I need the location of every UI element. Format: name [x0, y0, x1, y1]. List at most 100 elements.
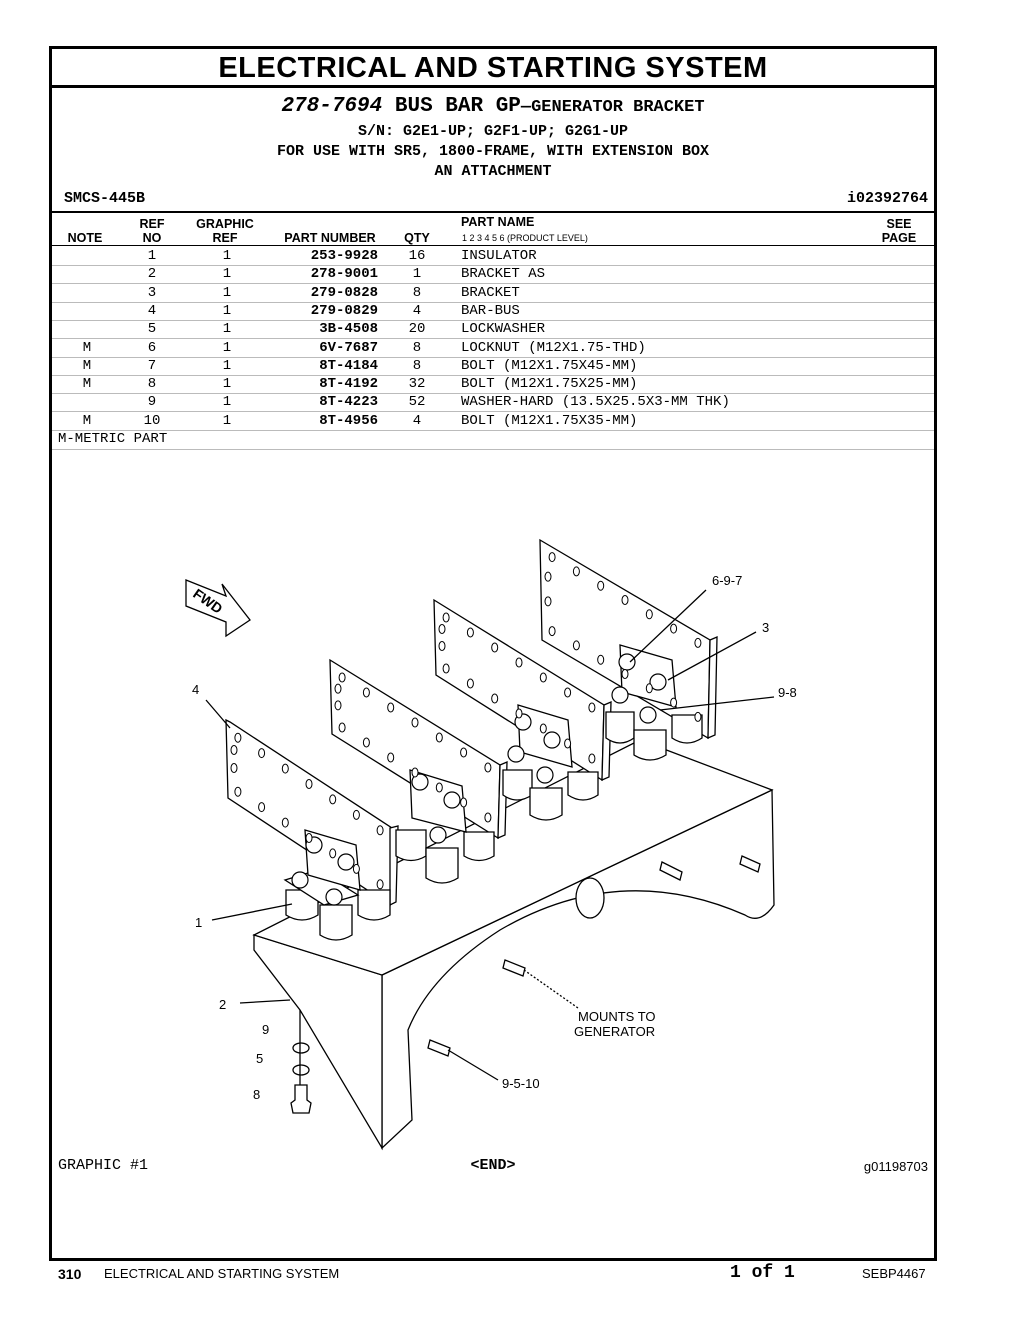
table-row: M 7 1 8T-4184 8 BOLT (M12X1.75X45-MM) — [52, 357, 934, 376]
callout-5: 5 — [256, 1051, 263, 1066]
row-qty: 52 — [408, 394, 426, 411]
footnote-rule — [52, 449, 934, 450]
row-part-number: 279-0829 — [310, 302, 378, 319]
row-note: M — [82, 376, 92, 393]
callout-9-5-10: 9-5-10 — [502, 1076, 540, 1091]
row-note: M — [82, 412, 92, 429]
callout-2: 2 — [219, 997, 226, 1012]
row-graphic-ref: 1 — [222, 321, 232, 338]
callout-3: 3 — [762, 620, 769, 635]
row-part-name: INSULATOR — [461, 248, 537, 264]
illustration-id: i02392764 — [846, 190, 928, 207]
bolt-8 — [290, 1084, 312, 1114]
row-ref-no: 9 — [147, 394, 157, 411]
col-ref-top: REF — [139, 217, 165, 231]
graphic-label: GRAPHIC #1 — [58, 1157, 149, 1174]
insulators — [285, 711, 703, 941]
row-ref-no: 4 — [147, 302, 157, 319]
stud-2 — [739, 855, 761, 873]
row-qty: 8 — [412, 357, 422, 374]
col-qty: QTY — [404, 231, 430, 245]
col-ref: REF NO — [132, 217, 172, 245]
row-ref-no: 6 — [147, 339, 157, 356]
page-number: 310 — [58, 1266, 82, 1282]
group-part-number: 278-7694 — [281, 95, 383, 118]
row-note: M — [82, 357, 92, 374]
row-part-number: 278-9001 — [310, 266, 378, 283]
metric-footnote: M-METRIC PART — [58, 431, 168, 447]
row-part-number: 3B-4508 — [319, 321, 378, 338]
row-qty: 4 — [412, 412, 422, 429]
row-part-number: 8T-4184 — [319, 357, 378, 374]
callout-8: 8 — [253, 1087, 260, 1102]
mounts-label-1: MOUNTS TO — [578, 1009, 656, 1024]
row-part-number: 8T-4192 — [319, 376, 378, 393]
callout-9: 9 — [262, 1022, 269, 1037]
row-graphic-ref: 1 — [222, 339, 232, 356]
row-ref-no: 10 — [143, 412, 161, 429]
col-ref-bottom: NO — [142, 231, 162, 245]
col-part-name: PART NAME — [461, 215, 535, 229]
graphic-id: g01198703 — [863, 1159, 928, 1174]
row-graphic-ref: 1 — [222, 376, 232, 393]
page-frame: ELECTRICAL AND STARTING SYSTEM 278-7694 … — [49, 46, 937, 1261]
page-of: 1 of 1 — [730, 1263, 795, 1283]
page-title: ELECTRICAL AND STARTING SYSTEM — [52, 49, 934, 88]
row-graphic-ref: 1 — [222, 284, 232, 301]
row-qty: 20 — [408, 321, 426, 338]
row-part-name: WASHER-HARD (13.5X25.5X3-MM THK) — [461, 394, 730, 411]
bracket-hole — [575, 877, 605, 919]
fwd-arrow — [185, 579, 251, 638]
col-see-bottom: PAGE — [881, 231, 917, 245]
stud-4 — [427, 1039, 451, 1057]
col-see-page: SEE PAGE — [872, 217, 926, 245]
row-qty: 8 — [412, 339, 422, 356]
col-graphic-bottom: REF — [212, 231, 238, 245]
row-graphic-ref: 1 — [222, 412, 232, 429]
product-level-scale: 1 2 3 4 5 6 (PRODUCT LEVEL) — [462, 233, 588, 243]
washer-9 — [292, 1042, 310, 1054]
leader-lines — [205, 589, 775, 1085]
col-see-top: SEE — [886, 217, 912, 231]
callout-1: 1 — [195, 915, 202, 930]
row-part-name: LOCKNUT (M12X1.75-THD) — [461, 339, 646, 356]
end-label: <END> — [470, 1157, 516, 1174]
table-top-rule — [52, 211, 934, 213]
bolt-heads — [291, 653, 667, 906]
callout-4: 4 — [192, 682, 199, 697]
row-qty: 4 — [412, 302, 422, 319]
row-qty: 1 — [412, 266, 422, 283]
row-graphic-ref: 1 — [222, 248, 232, 264]
serial-numbers: S/N: G2E1-UP; G2F1-UP; G2G1-UP — [357, 123, 629, 140]
row-graphic-ref: 1 — [222, 302, 232, 319]
row-part-name: BRACKET AS — [461, 266, 546, 283]
usage-note: FOR USE WITH SR5, 1800-FRAME, WITH EXTEN… — [276, 143, 710, 160]
footer-section: ELECTRICAL AND STARTING SYSTEM — [104, 1266, 340, 1281]
row-part-number: 253-9928 — [310, 248, 378, 264]
row-part-name: BOLT (M12X1.75X45-MM) — [461, 357, 638, 374]
mounts-label-2: GENERATOR — [574, 1024, 655, 1039]
row-ref-no: 7 — [147, 357, 157, 374]
bus-bar-holes — [230, 552, 702, 890]
table-row: 4 1 279-0829 4 BAR-BUS — [52, 302, 934, 321]
stud-1 — [659, 861, 683, 881]
row-part-name: BAR-BUS — [461, 302, 520, 319]
stud-3 — [502, 959, 526, 977]
group-type: AN ATTACHMENT — [434, 163, 552, 180]
row-ref-no: 8 — [147, 376, 157, 393]
row-note: M — [82, 339, 92, 356]
row-graphic-ref: 1 — [222, 357, 232, 374]
row-qty: 16 — [408, 248, 426, 264]
row-part-name: BRACKET — [461, 284, 520, 301]
row-part-number: 279-0828 — [310, 284, 378, 301]
row-qty: 32 — [408, 376, 426, 393]
group-heading: 278-7694 BUS BAR GP—GENERATOR BRACKET — [52, 95, 934, 118]
row-part-number: 6V-7687 — [319, 339, 378, 356]
